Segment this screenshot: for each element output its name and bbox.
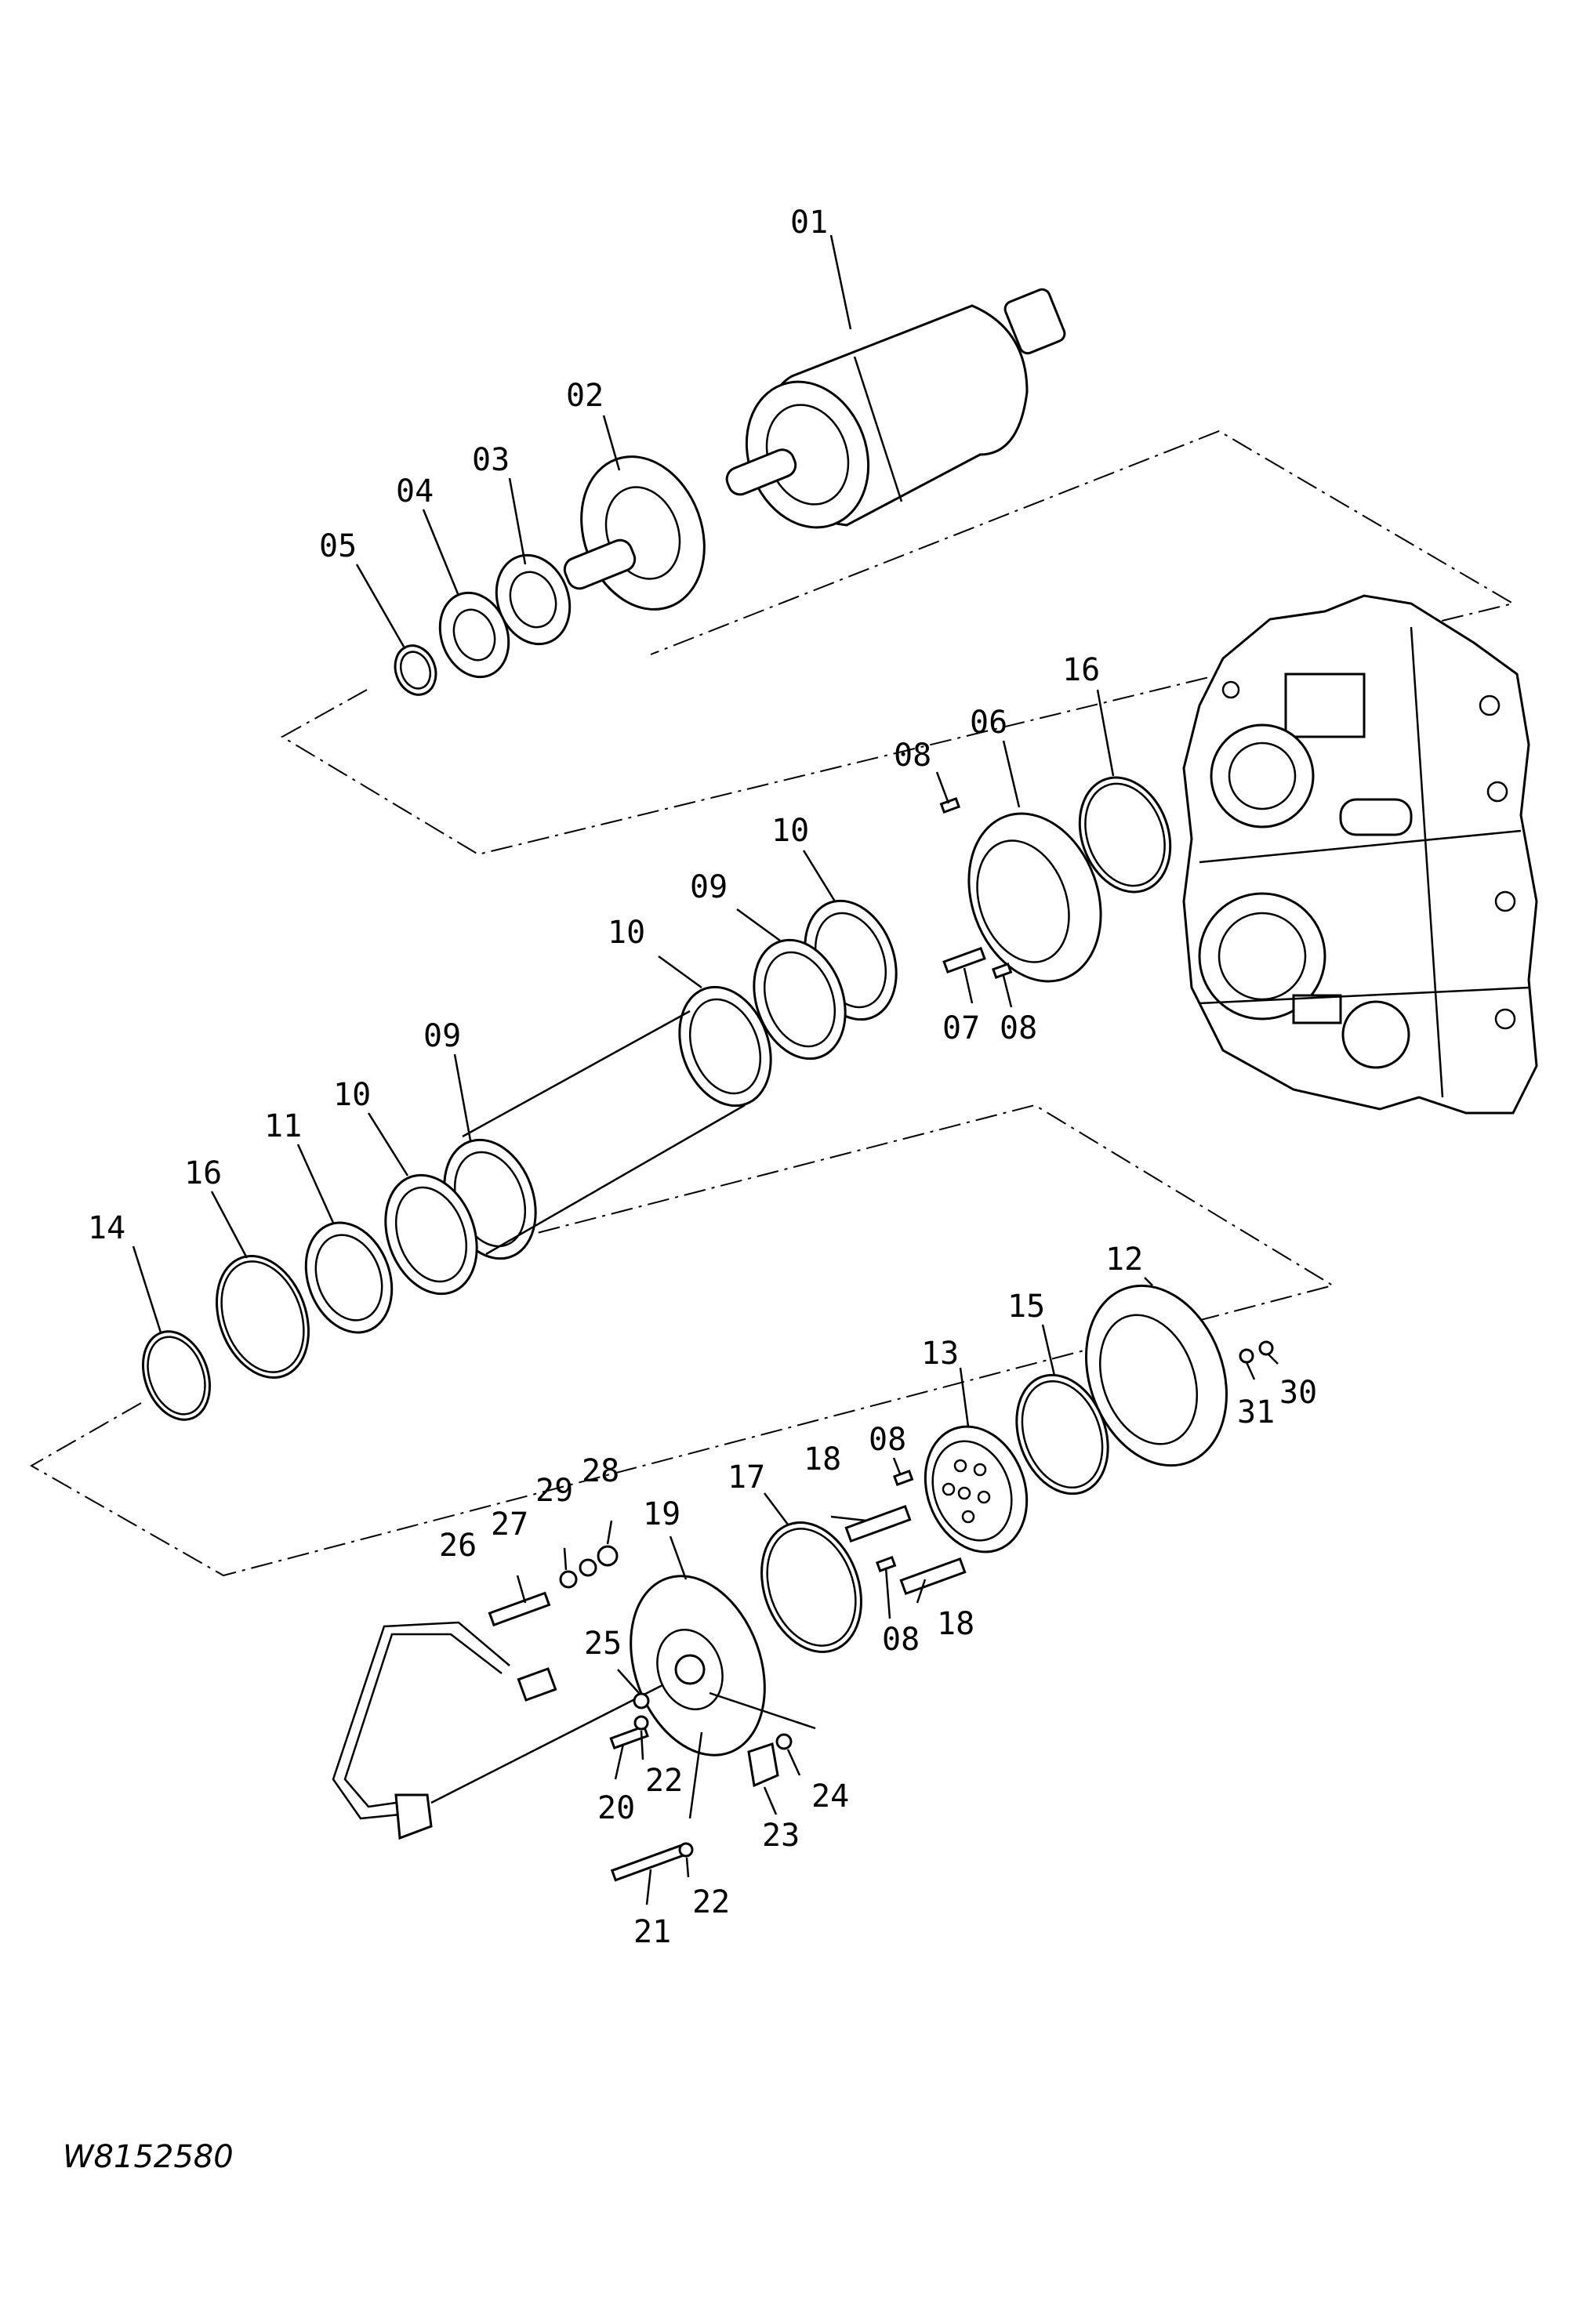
part-29-washer <box>579 1558 597 1577</box>
upper-assembly-boundary <box>281 430 1515 856</box>
part-07-bolt <box>942 946 986 974</box>
callout-05: 05 <box>319 528 357 564</box>
housing-bore-lower <box>1198 892 1326 1021</box>
callout-09-left: 09 <box>423 1018 461 1054</box>
callout-18-bottom: 18 <box>937 1606 974 1642</box>
callout-21: 21 <box>633 1914 671 1950</box>
part-08-pins <box>875 797 1013 1572</box>
callout-14: 14 <box>88 1210 125 1246</box>
callout-22-low: 22 <box>692 1884 730 1920</box>
part-22-washer-a <box>633 1715 649 1731</box>
callout-06: 06 <box>970 705 1007 741</box>
lower-plate-stack <box>141 1138 537 1421</box>
callout-17: 17 <box>728 1459 765 1496</box>
callout-23: 23 <box>762 1818 800 1854</box>
callout-09-top: 09 <box>690 869 728 905</box>
callout-04: 04 <box>396 473 434 509</box>
callout-27: 27 <box>491 1506 528 1543</box>
part-30-bolt <box>1258 1340 1274 1356</box>
lower-assembly-boundary <box>29 1104 1335 1577</box>
callout-13: 13 <box>921 1336 959 1372</box>
callout-03: 03 <box>472 442 510 478</box>
callout-15: 15 <box>1007 1289 1045 1325</box>
part-20-25-hardware <box>609 1691 816 1882</box>
callout-29: 29 <box>535 1473 573 1509</box>
part-26-bolt <box>488 1591 551 1627</box>
part-25-fitting <box>633 1692 650 1709</box>
part-10-plate-b <box>678 985 772 1108</box>
part-20-bolt <box>609 1724 649 1750</box>
upper-plate-stack <box>678 899 898 1108</box>
part-28-washer <box>597 1545 619 1567</box>
callout-11: 11 <box>264 1108 302 1144</box>
callout-16-left: 16 <box>184 1155 222 1191</box>
part-04-bearing <box>438 591 510 679</box>
callout-10-left: 10 <box>333 1077 371 1113</box>
callout-31: 31 <box>1237 1394 1275 1430</box>
part-23-plug <box>747 1742 779 1788</box>
part-26-29-hardware <box>488 1545 619 1627</box>
callout-10-mid: 10 <box>608 915 645 951</box>
part-17-o-ring <box>760 1521 862 1653</box>
callout-18-top: 18 <box>804 1441 841 1477</box>
part-13-piston <box>924 1425 1029 1554</box>
part-18-springs <box>844 1504 967 1596</box>
part-10-plate-c <box>384 1173 478 1296</box>
part-05-snap-ring <box>394 644 437 696</box>
callout-08-bottom: 08 <box>882 1622 920 1658</box>
callout-08-low: 08 <box>869 1422 906 1458</box>
part-06-cover <box>967 812 1102 983</box>
callout-20: 20 <box>597 1790 635 1826</box>
callout-26: 26 <box>439 1528 477 1564</box>
assembly-boundary-lines <box>29 430 1515 1577</box>
callout-10-top: 10 <box>771 813 809 849</box>
part-30-31-hardware <box>1239 1340 1274 1364</box>
callout-08-top: 08 <box>894 738 931 774</box>
transmission-housing <box>1182 594 1538 1115</box>
callout-01: 01 <box>790 205 828 241</box>
part-02-shaft <box>563 455 706 611</box>
part-01-motor <box>725 288 1066 529</box>
part-09-disc-a <box>753 938 847 1060</box>
callout-07: 07 <box>942 1010 980 1046</box>
callout-28: 28 <box>582 1453 619 1489</box>
callout-08-mid: 08 <box>1000 1010 1037 1046</box>
callout-16-top: 16 <box>1062 652 1100 688</box>
part-22-washer-b <box>678 1842 694 1858</box>
callout-30: 30 <box>1279 1375 1317 1411</box>
part-19-pump-cover <box>630 1575 766 1757</box>
callout-25: 25 <box>584 1626 622 1662</box>
part-12-cover <box>1085 1284 1228 1467</box>
part-16-o-ring-upper <box>1078 776 1172 894</box>
part-24-o-ring <box>775 1733 793 1750</box>
part-21-bolt <box>610 1844 688 1882</box>
part-31-washer <box>1239 1348 1254 1364</box>
callout-12: 12 <box>1105 1242 1143 1278</box>
housing-bore-upper <box>1210 723 1315 828</box>
part-16-o-ring-lower <box>216 1255 310 1379</box>
callout-19: 19 <box>643 1496 680 1532</box>
leader-lines <box>132 234 1279 1905</box>
callout-24: 24 <box>811 1778 849 1815</box>
callout-22-mid: 22 <box>645 1763 683 1799</box>
hose-assembly <box>332 1621 663 1840</box>
part-27-nut <box>559 1570 578 1589</box>
callout-02: 02 <box>566 378 604 414</box>
callout-labels: 01 02 03 04 05 06 08 16 10 09 10 07 08 0… <box>88 205 1317 1950</box>
part-14-o-ring <box>141 1330 212 1421</box>
part-15-o-ring <box>1015 1373 1109 1496</box>
housing-boss <box>1284 673 1366 738</box>
drawing-code: W8152580 <box>63 2139 234 2175</box>
